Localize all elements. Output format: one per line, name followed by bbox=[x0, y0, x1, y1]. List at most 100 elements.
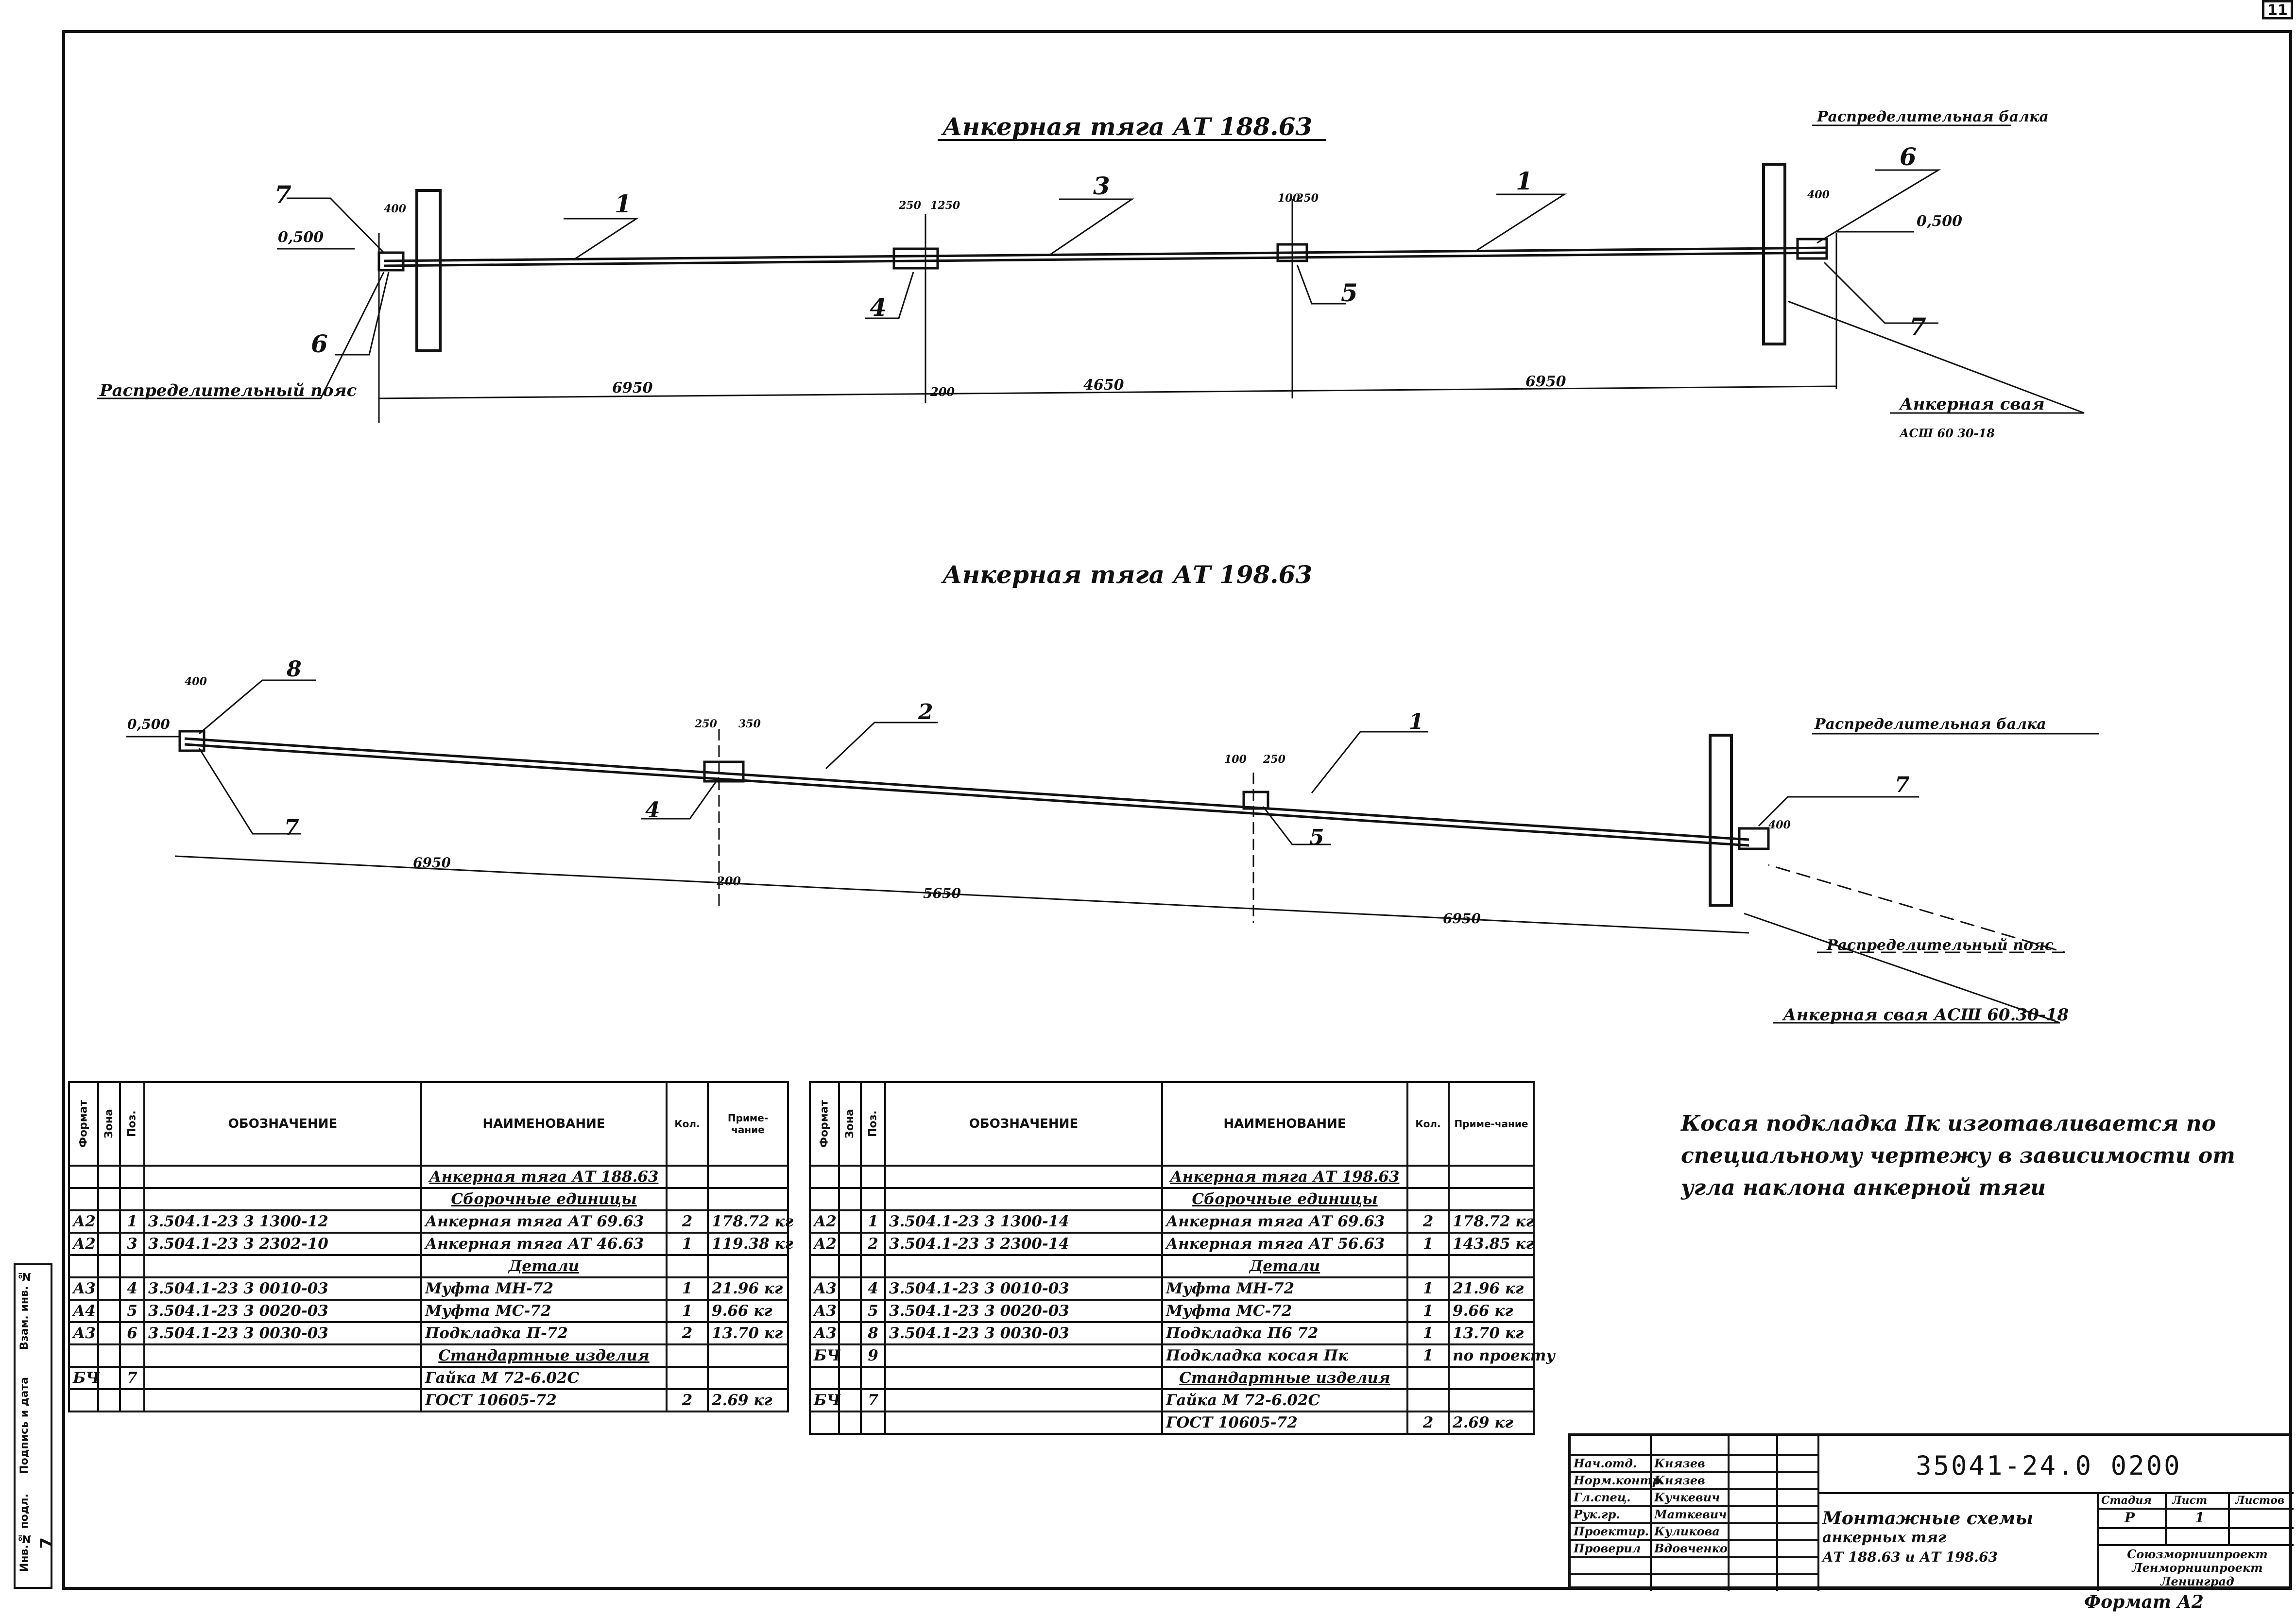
cell-z bbox=[97, 1343, 121, 1368]
role-label: Проектир. bbox=[1574, 1524, 1649, 1538]
distribution-beam-2 bbox=[1709, 734, 1733, 907]
cell-r: 9.66 кг bbox=[707, 1299, 789, 1323]
cell-d: 3.504.1-23 3 1300-14 bbox=[884, 1209, 1163, 1234]
dim-6950-a: 6950 bbox=[612, 379, 653, 396]
cell-f bbox=[809, 1165, 840, 1189]
col-pos: Поз. bbox=[861, 1082, 885, 1166]
cell-r bbox=[1448, 1366, 1535, 1390]
document-code: 35041-24.0 0200 bbox=[1916, 1450, 2182, 1481]
distribution-belt-left bbox=[415, 189, 442, 352]
cell-q bbox=[666, 1187, 709, 1211]
cell-n: Муфта МН-72 bbox=[420, 1276, 668, 1301]
cell-r: 9.66 кг bbox=[1448, 1299, 1535, 1323]
label-beam-2: Распределительная балка bbox=[1814, 716, 2046, 733]
role-name: Вдовченко bbox=[1654, 1541, 1728, 1555]
cell-d: 3.504.1-23 3 0020-03 bbox=[143, 1299, 422, 1323]
rod-at188 bbox=[383, 246, 1827, 262]
cell-n: Анкерная тяга АТ 198.63 bbox=[1161, 1165, 1408, 1189]
cell-q: 1 bbox=[1406, 1343, 1450, 1368]
cell-f: А2 bbox=[68, 1209, 99, 1234]
cell-p: 5 bbox=[860, 1299, 886, 1323]
side-stamp-replace: Взам. инв. № bbox=[18, 1270, 31, 1350]
cell-d bbox=[143, 1187, 422, 1211]
dim-4650: 4650 bbox=[1083, 377, 1124, 394]
callout2-8: 8 bbox=[286, 657, 302, 682]
cell-z bbox=[838, 1388, 862, 1412]
cell-q: 2 bbox=[666, 1388, 709, 1412]
dimension-line-1 bbox=[378, 385, 1837, 399]
label-belt-1: Распределительный пояс bbox=[99, 381, 357, 400]
cell-n: Сборочные единицы bbox=[1161, 1187, 1408, 1211]
cell-n: Детали bbox=[420, 1254, 668, 1278]
cell-p bbox=[860, 1411, 886, 1435]
cell-n: Анкерная тяга АТ 188.63 bbox=[420, 1165, 668, 1189]
org-line-1: Союзморниипроект bbox=[2127, 1547, 2268, 1561]
cell-p bbox=[860, 1254, 886, 1278]
cell-p bbox=[119, 1165, 145, 1189]
cell-q bbox=[1406, 1366, 1450, 1390]
cell-f: А4 bbox=[68, 1299, 99, 1323]
desc-line-2: анкерных тяг bbox=[1822, 1529, 1946, 1546]
cell-r bbox=[707, 1254, 789, 1278]
cell-d bbox=[884, 1187, 1163, 1211]
dim-small-250b: 250 bbox=[1296, 192, 1319, 205]
label-beam-1: Распределительная балка bbox=[1816, 108, 2049, 125]
cell-r bbox=[1448, 1254, 1535, 1278]
cell-n: Стандартные изделия bbox=[420, 1343, 668, 1368]
role-name: Князев bbox=[1654, 1456, 1705, 1470]
cell-r: 2.69 кг bbox=[707, 1388, 789, 1412]
side-stamp-signature: Подпись и дата bbox=[18, 1377, 31, 1474]
cell-n: Анкерная тяга АТ 46.63 bbox=[420, 1232, 668, 1256]
table-row: Анкерная тяга АТ 198.63 bbox=[809, 1165, 1535, 1189]
cell-f bbox=[68, 1254, 99, 1278]
role-label: Нач.отд. bbox=[1574, 1456, 1637, 1470]
cell-q bbox=[666, 1366, 709, 1390]
cell-f: БЧ bbox=[809, 1388, 840, 1412]
sheet-value: 1 bbox=[2195, 1510, 2205, 1526]
cell-p bbox=[860, 1165, 886, 1189]
col-format: Формат bbox=[810, 1082, 839, 1166]
callout-4: 4 bbox=[870, 293, 887, 322]
cell-z bbox=[97, 1366, 121, 1390]
dim2-small-250: 250 bbox=[694, 718, 718, 730]
col-zone: Зона bbox=[839, 1082, 861, 1166]
cell-f: А3 bbox=[809, 1321, 840, 1345]
cell-r: 21.96 кг bbox=[1448, 1276, 1535, 1301]
cell-n: Стандартные изделия bbox=[1161, 1366, 1408, 1390]
col-note: Приме-чание bbox=[1448, 1081, 1535, 1167]
cell-p: 8 bbox=[860, 1321, 886, 1345]
callout-6: 6 bbox=[1900, 142, 1917, 171]
cell-p: 5 bbox=[119, 1299, 145, 1323]
distribution-beam-right bbox=[1762, 163, 1786, 345]
cell-f: А2 bbox=[809, 1209, 840, 1234]
role-name: Маткевич bbox=[1654, 1507, 1727, 1521]
cell-z bbox=[97, 1232, 121, 1256]
cell-d: 3.504.1-23 3 1300-12 bbox=[143, 1209, 422, 1234]
cell-f: А2 bbox=[68, 1232, 99, 1256]
side-stamp: Взам. инв. № Подпись и дата Инв.№ подл. … bbox=[14, 1263, 56, 1589]
format-label: Формат А2 bbox=[2084, 1592, 2204, 1612]
cell-q: 1 bbox=[666, 1276, 709, 1301]
cell-f bbox=[68, 1165, 99, 1189]
col-pos: Поз. bbox=[120, 1082, 144, 1166]
dim-small-400b: 400 bbox=[1807, 189, 1830, 201]
cell-z bbox=[838, 1366, 862, 1390]
dim2-6950-a: 6950 bbox=[413, 855, 451, 871]
cell-r: 2.69 кг bbox=[1448, 1411, 1535, 1435]
title-block-grid bbox=[1571, 1436, 2294, 1591]
cell-f: А3 bbox=[68, 1321, 99, 1345]
cell-z bbox=[838, 1165, 862, 1189]
cell-f: БЧ bbox=[68, 1366, 100, 1390]
cell-n: Подкладка косая Пк bbox=[1161, 1343, 1408, 1368]
col-name: НАИМЕНОВАНИЕ bbox=[420, 1081, 668, 1167]
dim-small-400: 400 bbox=[384, 203, 407, 215]
cell-r bbox=[707, 1187, 789, 1211]
side-stamp-value: 7 bbox=[37, 1537, 56, 1549]
